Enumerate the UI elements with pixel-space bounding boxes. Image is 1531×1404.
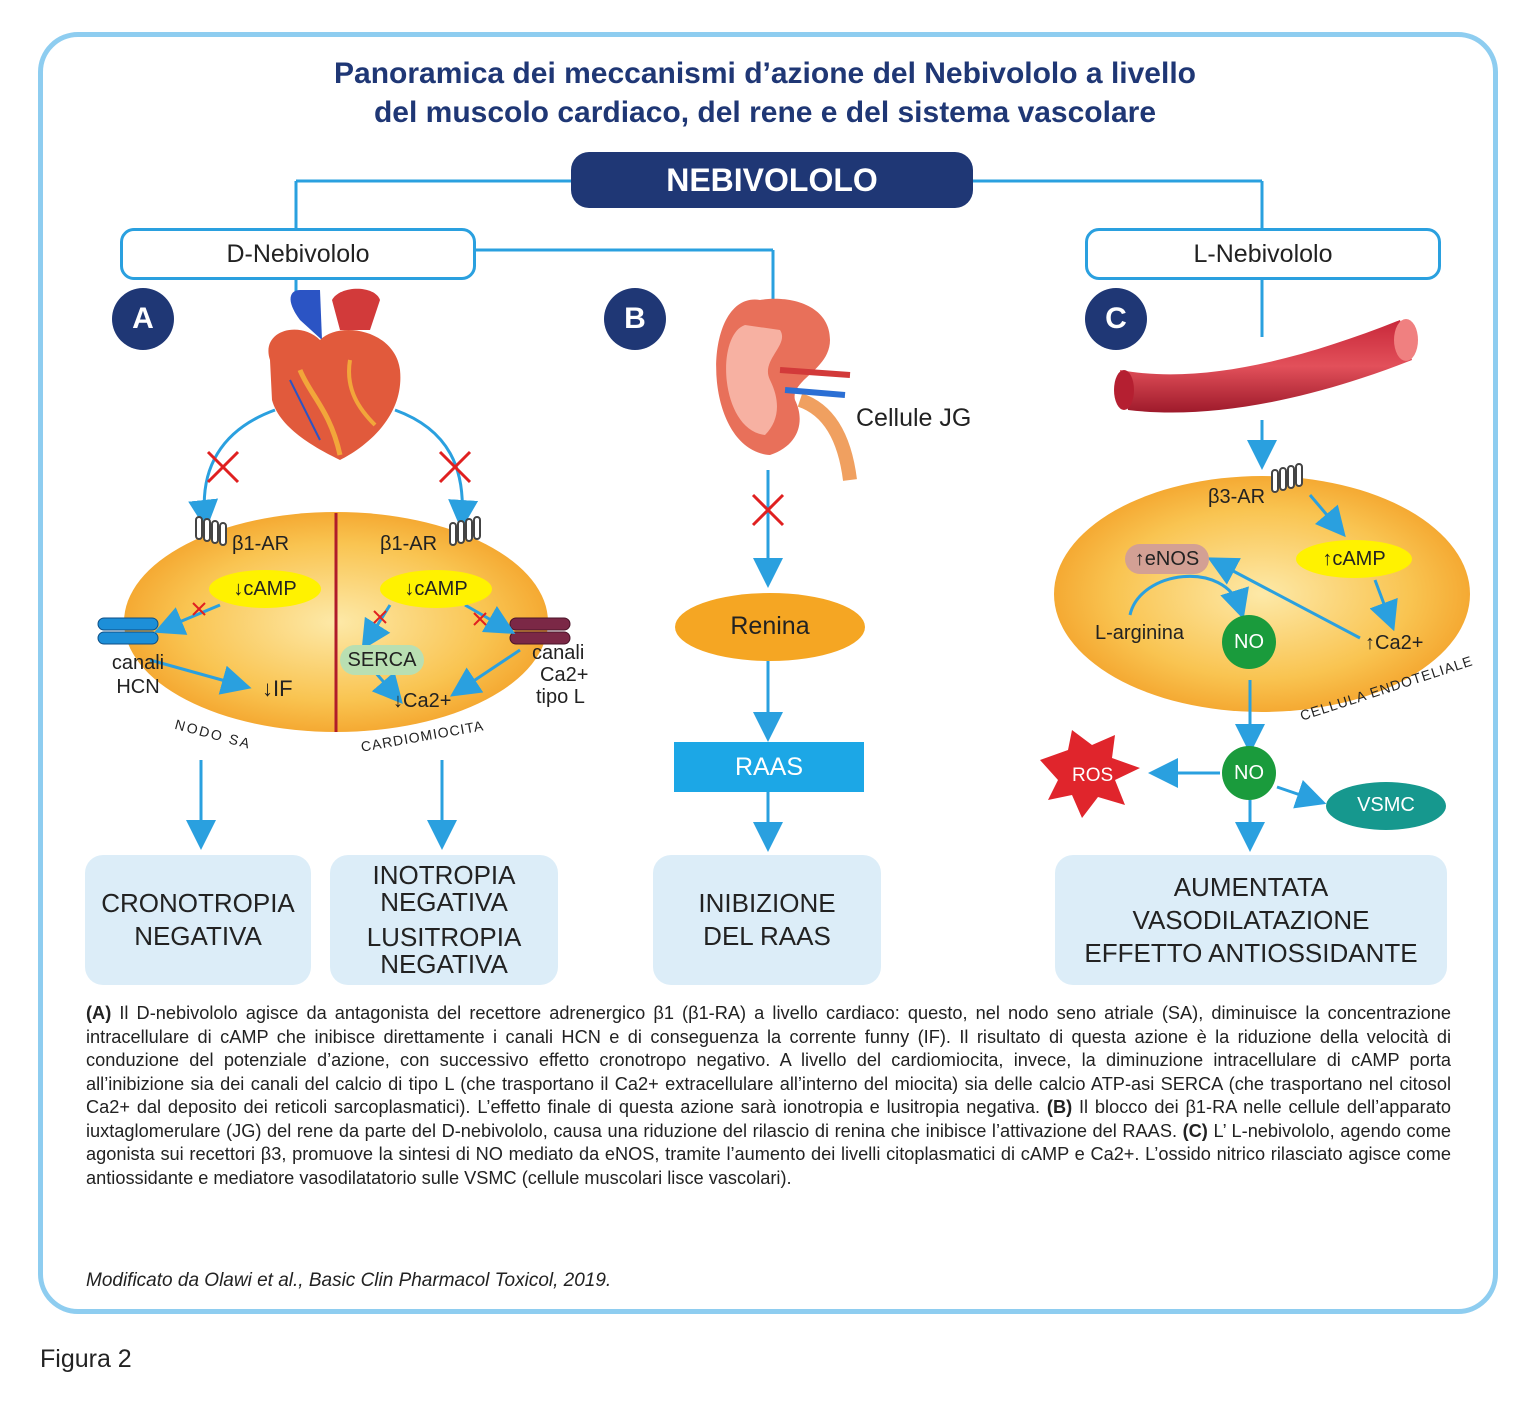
enos-pill: ↑eNOS bbox=[1125, 544, 1209, 574]
renina-shape bbox=[675, 593, 865, 661]
ltype-label-2: Ca2+ bbox=[540, 664, 589, 686]
result-cronotropia-line1: CRONOTROPIA bbox=[101, 888, 295, 918]
cell-c bbox=[1054, 476, 1470, 712]
no-circle-inner: NO bbox=[1222, 615, 1276, 669]
badge-b: B bbox=[604, 288, 666, 350]
badge-c: C bbox=[1085, 288, 1147, 350]
vsmc-label: VSMC bbox=[1357, 794, 1415, 816]
beta1-label-right: β1-AR bbox=[380, 533, 438, 555]
result-vaso-line3: EFFETTO ANTIOSSIDANTE bbox=[1084, 937, 1418, 968]
if-label: ↓IF bbox=[262, 676, 293, 701]
result-inibizione-line2: DEL RAAS bbox=[703, 921, 831, 951]
ca-up-label: ↑Ca2+ bbox=[1365, 632, 1424, 654]
result-cronotropia: CRONOTROPIA NEGATIVA bbox=[85, 855, 311, 985]
result-inotropia: INOTROPIA NEGATIVA LUSITROPIA NEGATIVA bbox=[330, 855, 558, 985]
caption-tag-b: (B) bbox=[1046, 1097, 1073, 1117]
cellule-jg-label: Cellule JG bbox=[856, 404, 972, 432]
result-vasodilatazione: AUMENTATA VASODILATAZIONE EFFETTO ANTIOS… bbox=[1055, 855, 1447, 985]
result-cronotropia-line2: NEGATIVA bbox=[134, 921, 262, 951]
no-circle-outer: NO bbox=[1222, 746, 1276, 800]
ltype-label-1: canali bbox=[532, 642, 585, 664]
caption-text-a: Il D-nebivololo agisce da antagonista de… bbox=[86, 1003, 1451, 1117]
result-inotropia-line1: INOTROPIA bbox=[372, 860, 516, 890]
title-line-2: del muscolo cardiaco, del rene e del sis… bbox=[373, 96, 1157, 129]
beta3-label: β3-AR bbox=[1208, 486, 1266, 508]
result-lusitropia-line2: NEGATIVA bbox=[380, 949, 508, 979]
figure-label: Figura 2 bbox=[40, 1345, 132, 1373]
kidney-icon bbox=[716, 298, 857, 481]
badge-a: A bbox=[112, 288, 174, 350]
renina-label: Renina bbox=[730, 612, 810, 640]
raas-box: RAAS bbox=[674, 742, 864, 792]
l-nebivololo-node: L-Nebivololo bbox=[1085, 228, 1441, 280]
camp-down-right: ↓cAMP bbox=[380, 570, 492, 608]
result-inotropia-line2: NEGATIVA bbox=[380, 887, 508, 917]
beta1-label-left: β1-AR bbox=[232, 533, 290, 555]
l-arginina-label: L-arginina bbox=[1095, 622, 1184, 644]
ltype-label-3: tipo L bbox=[536, 686, 585, 708]
result-vaso-line2: VASODILATAZIONE bbox=[1132, 904, 1370, 935]
title-line-1: Panoramica dei meccanismi d’azione del N… bbox=[334, 57, 1196, 90]
result-inibizione-line1: INIBIZIONE bbox=[698, 888, 836, 918]
camp-up: ↑cAMP bbox=[1296, 540, 1412, 578]
caption-tag-c: (C) bbox=[1182, 1120, 1208, 1141]
caption-text-b: Il blocco dei β1-RA nelle cellule dell’a… bbox=[86, 1097, 1451, 1141]
caption-text-c: L’ L-nebivololo, agendo come agonista su… bbox=[86, 1120, 1452, 1188]
caption-tag-a: (A) bbox=[86, 1003, 112, 1023]
blood-vessel-icon bbox=[1114, 319, 1418, 413]
result-vaso-line1: AUMENTATA bbox=[1173, 871, 1329, 902]
figure-caption: (A) Il D-nebivololo agisce da antagonist… bbox=[86, 1002, 1451, 1190]
ros-label: ROS bbox=[1072, 765, 1114, 786]
root-node: NEBIVOLOLO bbox=[571, 152, 973, 208]
camp-down-left: ↓cAMP bbox=[209, 570, 321, 608]
heart-icon bbox=[268, 288, 401, 460]
result-inibizione: INIBIZIONE DEL RAAS bbox=[653, 855, 881, 985]
hcn-label: canali HCN bbox=[111, 652, 165, 698]
ca-down-label: ↓Ca2+ bbox=[393, 690, 452, 712]
source-citation: Modificato da Olawi et al., Basic Clin P… bbox=[86, 1270, 612, 1291]
d-nebivololo-node: D-Nebivololo bbox=[120, 228, 476, 280]
ros-burst bbox=[1040, 730, 1140, 818]
figure-frame bbox=[38, 32, 1498, 1314]
serca-pill: SERCA bbox=[340, 645, 424, 675]
vsmc-shape bbox=[1326, 782, 1446, 830]
result-lusitropia-line1: LUSITROPIA bbox=[366, 922, 522, 952]
